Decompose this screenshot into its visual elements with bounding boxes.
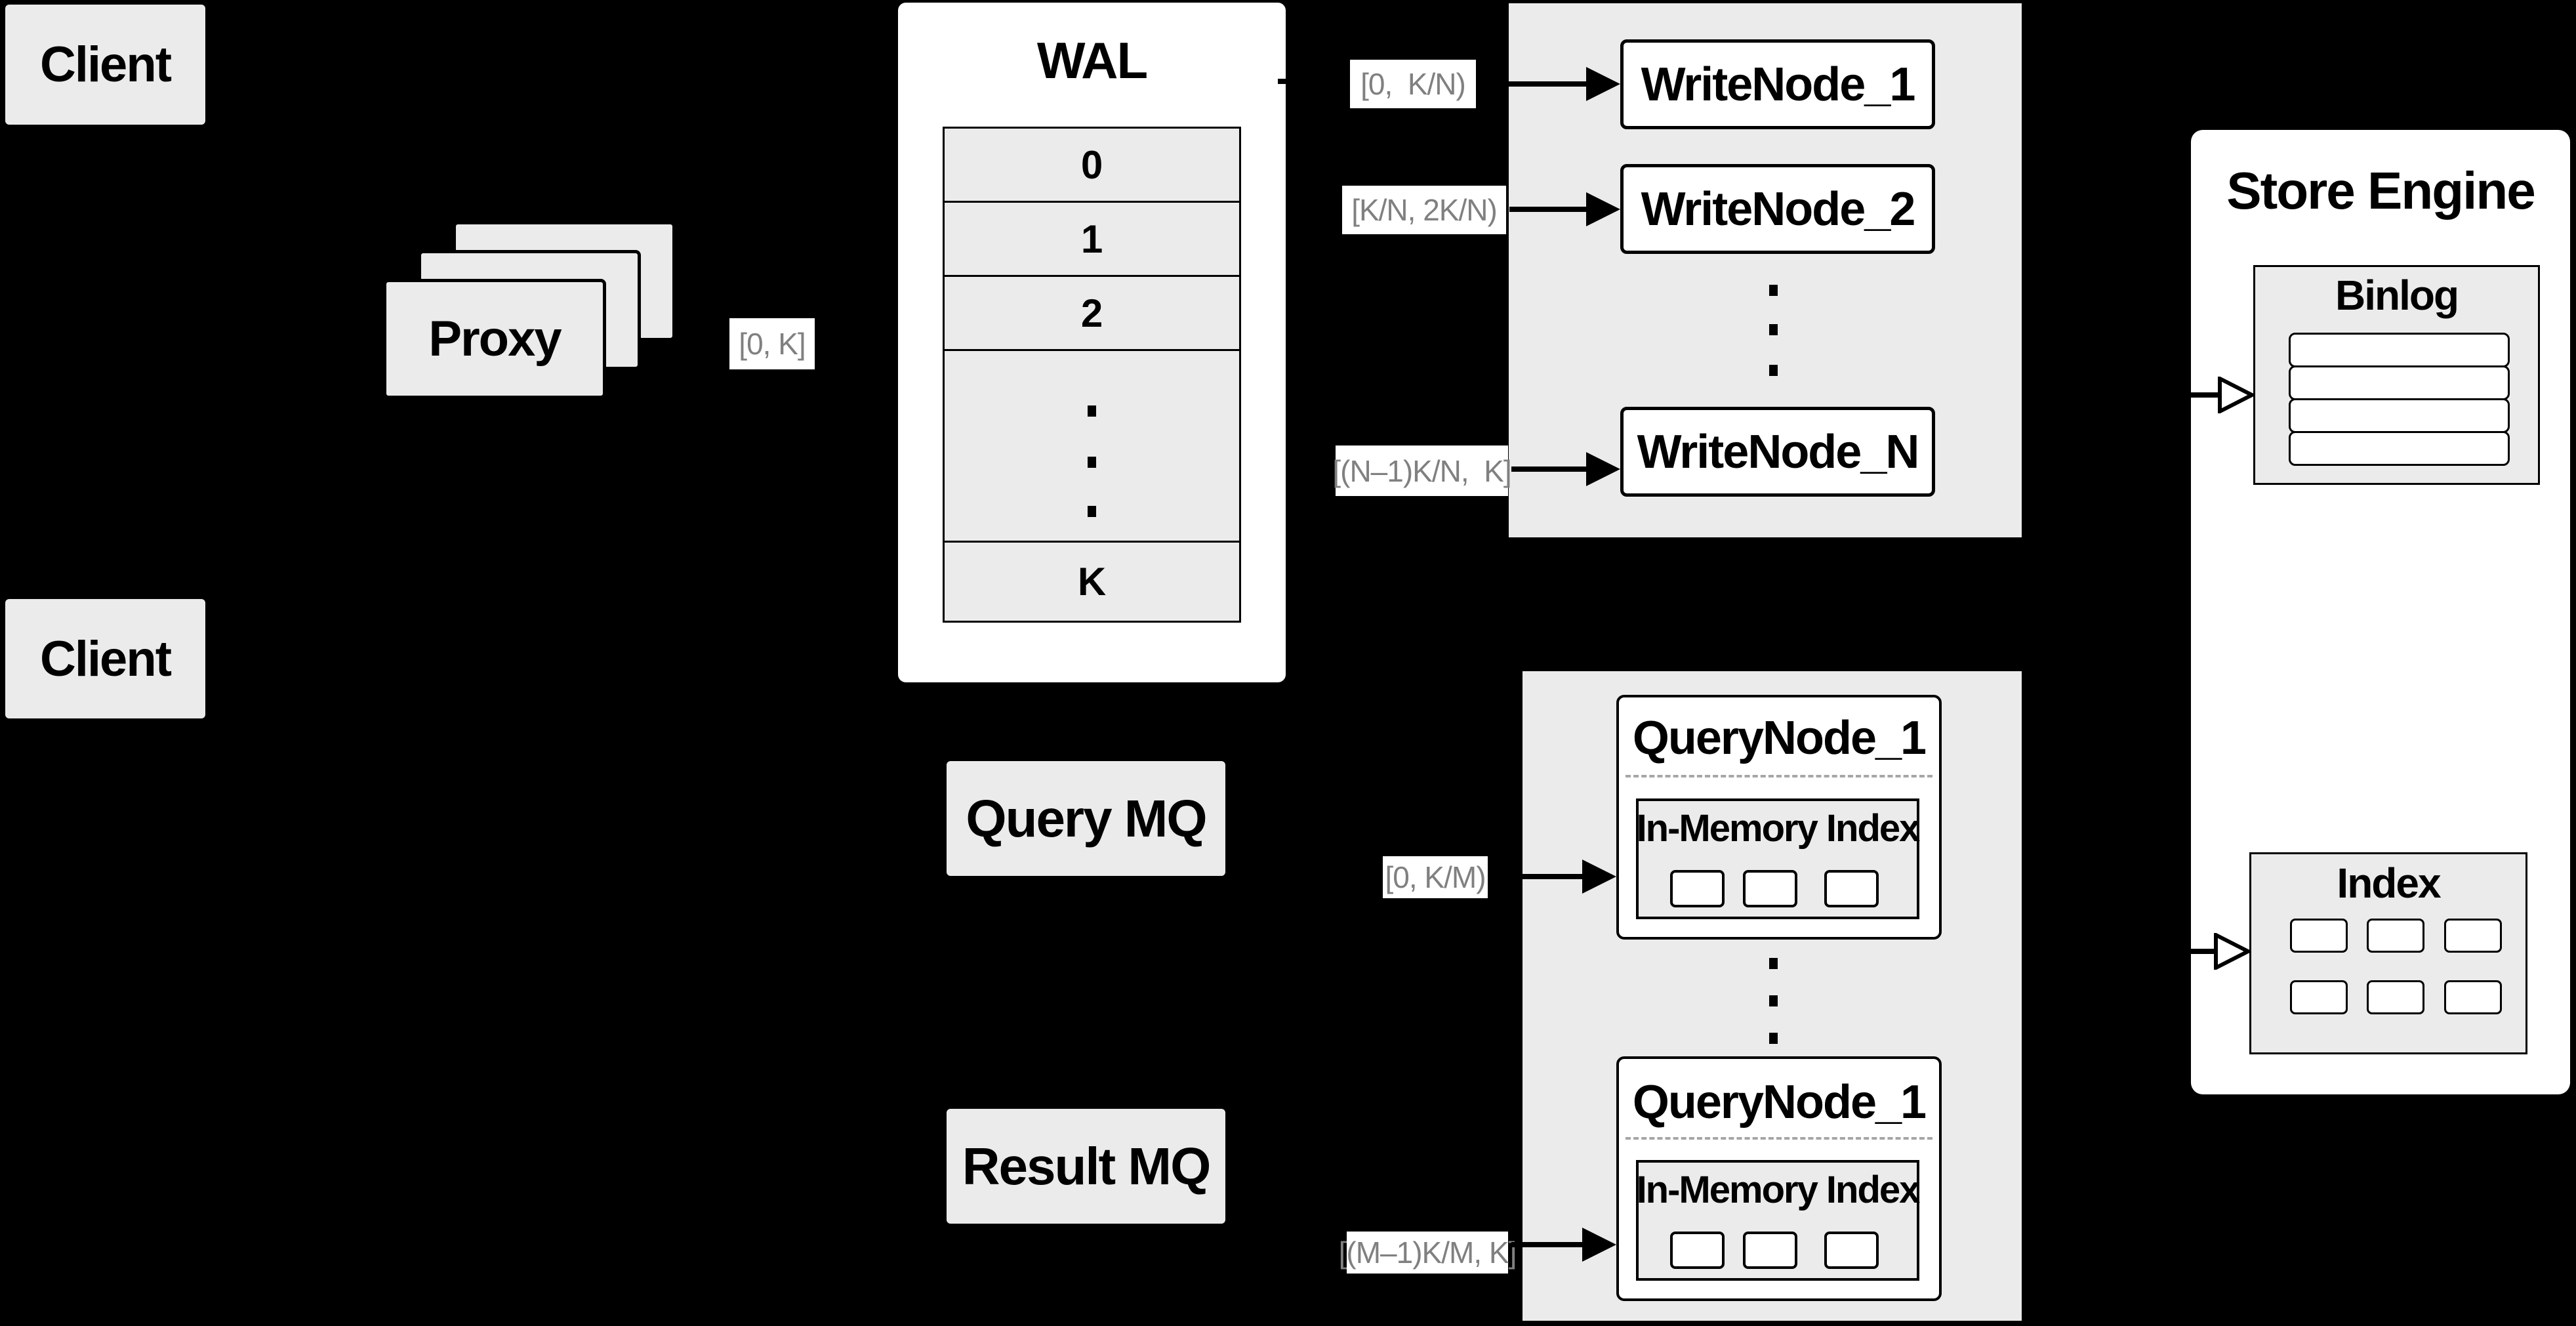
arrowhead-icon (1582, 1228, 1616, 1262)
ellipsis-dot (1769, 365, 1778, 376)
in-memory-index-1-title: In-Memory Index (1636, 806, 1921, 850)
arrow-line (1490, 874, 1582, 879)
store-engine-title: Store Engine (2226, 161, 2535, 220)
ellipsis-dot (1769, 995, 1778, 1006)
arrow-line (1479, 81, 1586, 87)
wal-row-2: 2 (943, 275, 1241, 351)
wal-row-1: 1 (943, 201, 1241, 277)
index-cell (2290, 919, 2348, 953)
client-box-top: Client (5, 5, 205, 125)
ellipsis-dot (1769, 1033, 1778, 1044)
wal-connector-stub (1278, 79, 1288, 84)
segment-slot (1743, 870, 1797, 907)
index-cell (2367, 919, 2424, 953)
arrowhead-icon (1586, 192, 1620, 226)
arrowhead-icon (1586, 452, 1620, 486)
range-label-proxy-wal: [0, K] (729, 318, 815, 369)
hollow-arrowhead-icon (2214, 933, 2251, 970)
ellipsis-dot (1769, 324, 1778, 335)
segment-slot (1824, 1232, 1879, 1269)
binlog-row (2289, 365, 2510, 400)
arrow-line (1511, 466, 1586, 472)
querynode-2-title: QueryNode_1 (1632, 1076, 1927, 1129)
index-cell (2444, 919, 2502, 953)
ellipsis-dot (1088, 405, 1096, 417)
segment-slot (1743, 1232, 1797, 1269)
arrowhead-icon (1582, 860, 1616, 894)
querynode-1-separator (1625, 775, 1932, 777)
hollow-arrowhead-icon (2218, 377, 2255, 413)
range-label-write-1: [0, K/N) (1350, 60, 1476, 108)
wal-title: WAL (1036, 31, 1148, 89)
binlog-row (2289, 333, 2510, 367)
proxy-box: Proxy (383, 279, 606, 399)
ellipsis-dot (1088, 457, 1096, 468)
index-cell (2290, 980, 2348, 1014)
range-label-write-2: [K/N, 2K/N) (1342, 186, 1506, 234)
writenode-n-box: WriteNode_N (1620, 407, 1935, 497)
arrow-line (1509, 207, 1586, 212)
segment-slot (1670, 870, 1725, 907)
wal-row-0: 0 (943, 127, 1241, 203)
arrowhead-icon (1586, 67, 1620, 101)
client-box-bottom: Client (5, 599, 205, 718)
client-top-label: Client (39, 37, 172, 93)
query-mq-box: Query MQ (947, 761, 1225, 876)
index-cell (2444, 980, 2502, 1014)
writenode-1-box: WriteNode_1 (1620, 39, 1935, 129)
binlog-row (2289, 431, 2510, 466)
arrow-line (2135, 392, 2220, 398)
in-memory-index-2-title: In-Memory Index (1636, 1168, 1921, 1211)
client-bottom-label: Client (39, 631, 172, 687)
index-title: Index (2337, 860, 2441, 907)
binlog-title: Binlog (2335, 272, 2459, 319)
wal-row-k: K (943, 541, 1241, 623)
ellipsis-dot (1769, 285, 1778, 296)
arrow-line (1511, 1242, 1582, 1247)
range-label-query-m: [(M–1)K/M, K] (1339, 1232, 1517, 1274)
arrow-line (2135, 949, 2217, 954)
ellipsis-dot (1088, 506, 1096, 517)
binlog-row (2289, 398, 2510, 433)
index-box (2249, 852, 2527, 1054)
result-mq-box: Result MQ (947, 1109, 1225, 1224)
querynode-1-title: QueryNode_1 (1632, 712, 1927, 764)
range-label-write-n: [(N–1)K/N, K] (1332, 445, 1512, 496)
ellipsis-dot (1769, 958, 1778, 969)
proxy-label: Proxy (428, 311, 562, 367)
querynode-2-separator (1625, 1137, 1932, 1140)
index-cell (2367, 980, 2424, 1014)
writenode-2-box: WriteNode_2 (1620, 164, 1935, 254)
range-label-query-1: [0, K/M) (1383, 856, 1488, 898)
segment-slot (1670, 1232, 1725, 1269)
segment-slot (1824, 870, 1879, 907)
